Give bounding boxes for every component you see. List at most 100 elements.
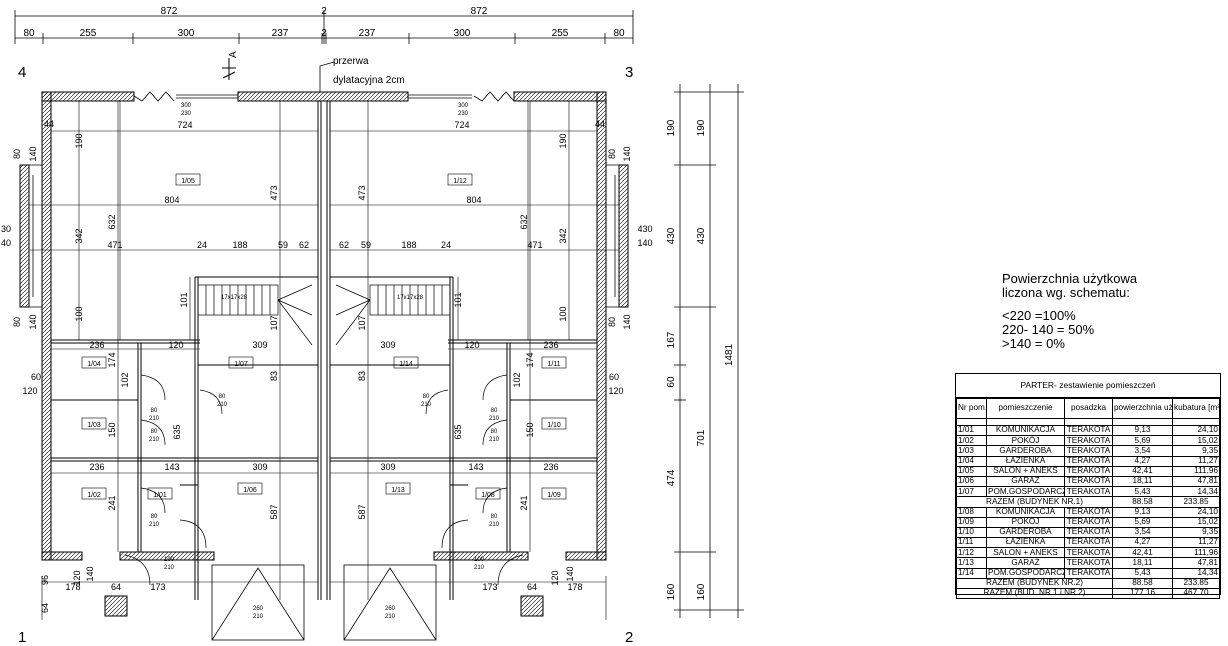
dim-804-left: 804 bbox=[164, 195, 179, 205]
room-1-13-label: 1/13 bbox=[391, 487, 405, 494]
dim-724-right: 724 bbox=[454, 120, 469, 130]
door-label-w-107: 80 bbox=[219, 394, 226, 400]
note-line-3: <220 =100% bbox=[1002, 308, 1076, 323]
dim-right-140-bottom: 140 bbox=[622, 314, 632, 329]
dim-44-left: 44 bbox=[44, 119, 54, 129]
dim-190-left: 190 bbox=[74, 133, 84, 148]
dim-bottom-96: 96 bbox=[40, 575, 50, 585]
door-label-h-104: 210 bbox=[149, 416, 160, 422]
dim-471-right: 471 bbox=[527, 240, 542, 250]
svg-text:dylatacyjna 2cm: dylatacyjna 2cm bbox=[333, 75, 405, 86]
dim-473-left: 473 bbox=[269, 185, 279, 200]
header-volume: kubatura [m³] bbox=[1172, 398, 1220, 419]
header-area: powierzchnia użytkowa [m²] bbox=[1112, 398, 1173, 419]
garage-door-height-right: 210 bbox=[385, 614, 396, 620]
room-1-09-label: 1/09 bbox=[547, 492, 561, 499]
dim-top-80-left: 80 bbox=[23, 28, 35, 39]
dim-587-left: 587 bbox=[269, 504, 279, 519]
axis-label-2: 2 bbox=[625, 629, 633, 646]
dim-chain-190-a: 190 bbox=[666, 119, 677, 136]
door-label-w-entry-right: 100 bbox=[474, 557, 485, 563]
garage-door-height-left: 210 bbox=[253, 614, 264, 620]
dim-107-left: 107 bbox=[269, 315, 279, 330]
dim-120-right: 120 bbox=[464, 340, 479, 350]
dim-150-right: 150 bbox=[525, 422, 535, 437]
dim-101-left: 101 bbox=[179, 292, 189, 307]
dim-top-300-left: 300 bbox=[178, 28, 195, 39]
door-label-w-103: 80 bbox=[151, 429, 158, 435]
door-label-w-114: 80 bbox=[423, 394, 430, 400]
section-marker-a bbox=[222, 58, 236, 80]
door-label-h-111: 210 bbox=[489, 416, 500, 422]
dim-102-right: 102 bbox=[512, 372, 522, 387]
dim-top-872-right: 872 bbox=[471, 6, 488, 17]
dim-bottom-178-left: 178 bbox=[65, 582, 80, 592]
dim-473-right: 473 bbox=[357, 185, 367, 200]
dim-chain-430-b: 430 bbox=[696, 227, 707, 244]
dim-342-right: 342 bbox=[558, 228, 568, 243]
dim-bottom-173-right: 173 bbox=[482, 582, 497, 592]
dim-chain-60: 60 bbox=[666, 376, 677, 388]
door-label-w-102: 80 bbox=[151, 514, 158, 520]
door-label-h-102: 210 bbox=[149, 522, 160, 528]
header-room: pomieszczenie bbox=[986, 398, 1065, 419]
dim-241-left: 241 bbox=[107, 495, 117, 510]
dim-635-right: 635 bbox=[453, 424, 463, 439]
dim-804-right: 804 bbox=[466, 195, 481, 205]
dim-left-80-top: 80 bbox=[12, 149, 22, 159]
dim-188-left: 188 bbox=[232, 240, 247, 250]
dim-right-80-top: 80 bbox=[607, 149, 617, 159]
dim-right-140-top: 140 bbox=[622, 146, 632, 161]
garage-door-width-right: 260 bbox=[385, 606, 396, 612]
dim-top-80-right: 80 bbox=[613, 28, 625, 39]
dim-100-left: 100 bbox=[74, 306, 84, 321]
dim-174-right: 174 bbox=[525, 352, 535, 367]
door-label-w-111: 80 bbox=[491, 408, 498, 414]
room-1-11-label: 1/11 bbox=[547, 361, 560, 368]
window-width-left: 300 bbox=[181, 103, 192, 109]
dim-150-left: 150 bbox=[107, 422, 117, 437]
dim-chain-430-a: 430 bbox=[666, 227, 677, 244]
dim-24-a: 24 bbox=[197, 240, 207, 250]
top-windows bbox=[133, 91, 515, 102]
dim-724-left: 724 bbox=[177, 120, 192, 130]
party-wall bbox=[317, 101, 331, 600]
note-line-1: Powierzchnia użytkowa bbox=[1002, 271, 1138, 286]
axis-label-3: 3 bbox=[625, 64, 633, 81]
dim-143-right: 143 bbox=[468, 462, 483, 472]
dim-101-right: 101 bbox=[453, 292, 463, 307]
bottom-dimension-chain bbox=[41, 576, 607, 620]
dim-309-lower-right: 309 bbox=[380, 462, 395, 472]
dim-59-left: 59 bbox=[278, 240, 288, 250]
dim-chain-190-b: 190 bbox=[696, 119, 707, 136]
dim-309-upper-left: 309 bbox=[252, 340, 267, 350]
dim-bottom-140-left: 140 bbox=[85, 566, 95, 581]
table-title: PARTER- zestawienie pomieszczeń bbox=[956, 374, 1220, 398]
dim-bottom-173-left: 173 bbox=[150, 582, 165, 592]
dim-left-120: 120 bbox=[22, 386, 37, 396]
dim-top-237-left: 237 bbox=[272, 28, 289, 39]
dim-chain-160-b: 160 bbox=[696, 583, 707, 600]
dim-632-left: 632 bbox=[107, 214, 117, 229]
dim-chain-474: 474 bbox=[666, 469, 677, 486]
dim-top-255-right: 255 bbox=[552, 28, 569, 39]
garage-door-width-left: 260 bbox=[253, 606, 264, 612]
door-label-h-109: 210 bbox=[489, 522, 500, 528]
dim-236-lower-right: 236 bbox=[543, 462, 558, 472]
dim-471-left: 471 bbox=[107, 240, 122, 250]
dim-236-right: 236 bbox=[543, 340, 558, 350]
dim-left-60: 60 bbox=[31, 372, 41, 382]
dim-83-left: 83 bbox=[269, 371, 279, 381]
room-1-05-label: 1/05 bbox=[181, 178, 195, 185]
door-label-h-entry-right: 210 bbox=[474, 565, 485, 571]
dim-62-right: 62 bbox=[339, 240, 349, 250]
dim-120-left: 120 bbox=[168, 340, 183, 350]
door-label-h-entry-left: 210 bbox=[164, 565, 175, 571]
room-1-12-label: 1/12 bbox=[453, 178, 467, 185]
dim-236-left: 236 bbox=[89, 340, 104, 350]
